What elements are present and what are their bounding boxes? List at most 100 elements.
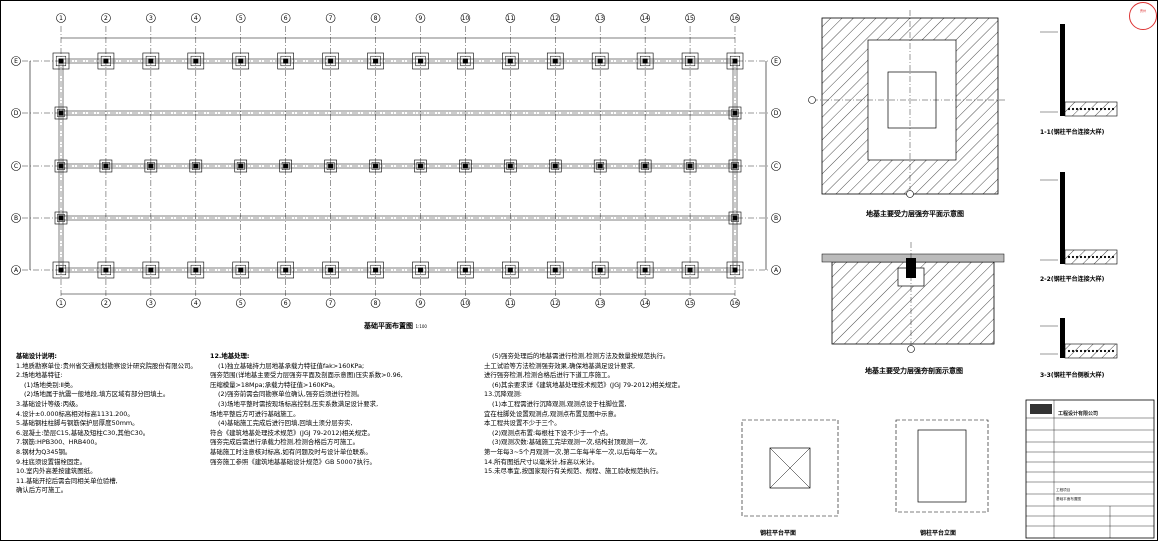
column-base [148, 267, 154, 273]
footing [277, 261, 294, 279]
footing [97, 261, 115, 279]
column-base [103, 58, 109, 64]
grid-bubble [505, 298, 516, 308]
footing [144, 159, 158, 173]
grid-bubble [415, 13, 426, 23]
platform-elev-outline [895, 419, 989, 513]
grid-bubble [460, 298, 471, 308]
column-base [238, 58, 244, 64]
note-line: 第一年每3~5个月观测一次,第二年每半年一次,以后每年一次。 [484, 447, 662, 456]
rebar [1075, 349, 1079, 353]
column-base [732, 215, 738, 221]
note-line: 15.未尽事宜,按国家现行有关规范、规程、施工验收规范执行。 [484, 467, 663, 476]
note-line: 7.钢筋:HPB300、HRB400。 [16, 438, 101, 447]
note-line: (2)强夯前需会同勘察单位确认,强夯后须进行检测。 [218, 390, 364, 399]
footing [279, 159, 292, 173]
grid-bubble [191, 13, 201, 23]
footing [726, 52, 744, 70]
footing-step [640, 264, 651, 276]
column-base [462, 267, 468, 273]
grid-bubble [505, 13, 516, 23]
grid-bubble [11, 56, 21, 66]
column-base [58, 163, 64, 169]
column-base [597, 267, 603, 273]
grid-bubble [771, 161, 781, 171]
footing [52, 261, 70, 279]
slab-section [1064, 101, 1118, 117]
column-base [732, 267, 738, 273]
footing-step [147, 162, 155, 170]
footing-step [235, 55, 246, 67]
footing [683, 159, 697, 173]
column-base [642, 163, 648, 169]
axis-bubble [808, 96, 816, 104]
grid-number: 2 [104, 300, 108, 307]
column-base [238, 267, 244, 273]
wall-section [1060, 172, 1065, 264]
rebar [1067, 349, 1071, 353]
notes-column-1: 基础设计说明: 1.地质勘察单位:贵州省交通规划勘察设计研究院股份有限公司。2.… [16, 352, 197, 496]
column-base [642, 58, 648, 64]
note-line: (3)观测次数:基础施工完毕观测一次,结构封顶观测一次, [492, 438, 648, 447]
note-line: 6.混凝土:垫层C15,基础及短柱C30,其他C30。 [16, 428, 150, 437]
footing-step [102, 162, 110, 170]
grid-bubble [280, 298, 291, 308]
column-base [507, 58, 513, 64]
grid-letter: A [14, 267, 19, 274]
footing-step [55, 55, 67, 67]
grid-bubble [146, 298, 156, 308]
footing-step [280, 264, 291, 276]
rebar [1067, 107, 1071, 111]
footing-step [325, 264, 336, 276]
footing [54, 106, 68, 120]
grid-number: 3 [149, 300, 153, 307]
column-base [373, 58, 379, 64]
rebar [1075, 107, 1079, 111]
grid-bubble [370, 298, 381, 308]
rebar [1083, 349, 1087, 353]
grid-bubble [146, 13, 156, 23]
wall-section [1060, 318, 1065, 358]
footing-step [235, 264, 246, 276]
grid-bubble [771, 108, 781, 118]
platform-base [769, 447, 811, 489]
column-base [103, 163, 109, 169]
grid-number: 12 [551, 15, 559, 22]
footing [591, 52, 609, 70]
cross-line [769, 447, 811, 489]
note-line: 强夯完成后需进行承载力检测,检测合格后方可施工。 [210, 438, 360, 447]
note-line: 宜在柱脚处设置观测点,观测点布置见图中示意。 [484, 409, 621, 418]
grid-number: 3 [149, 15, 153, 22]
rebar [1111, 349, 1115, 353]
note-line: 3.基础设计等级:丙级。 [16, 399, 82, 408]
grid-number: 8 [374, 300, 378, 307]
company-logo [1030, 404, 1052, 414]
note-line: 14.所有图纸尺寸以毫米计,标高以米计。 [484, 457, 599, 466]
footing [322, 261, 339, 279]
rebar [1079, 107, 1083, 111]
footing-step [57, 109, 65, 117]
note-line: (4)基础施工完成后进行回填,回填土须分层夯实, [218, 419, 353, 428]
footing [187, 52, 205, 70]
note-line: 1.地质勘察单位:贵州省交通规划勘察设计研究院股份有限公司。 [16, 361, 197, 370]
title-block [1025, 399, 1155, 539]
footing [367, 52, 384, 70]
footing-step [685, 55, 696, 67]
rebar [1087, 349, 1091, 353]
strengthen-section-title: 地基主要受力层强夯剖面示意图 [865, 367, 963, 375]
rebar [1107, 107, 1111, 111]
column-base [283, 163, 289, 169]
grid-number: 11 [507, 15, 515, 22]
grid-bubble [685, 13, 695, 23]
footing-step [731, 109, 739, 117]
footing [681, 52, 699, 70]
note-line: 11.基础开挖后需会同相关单位验槽, [16, 476, 118, 485]
grid-bubble [56, 298, 66, 308]
rebar [1103, 107, 1107, 111]
footing-step [595, 264, 606, 276]
footing [412, 52, 429, 70]
rebar [1091, 107, 1095, 111]
platform-elev-body [917, 429, 967, 503]
note-line: 8.钢材为Q345钢。 [16, 447, 72, 456]
grid-letter: D [14, 110, 19, 117]
